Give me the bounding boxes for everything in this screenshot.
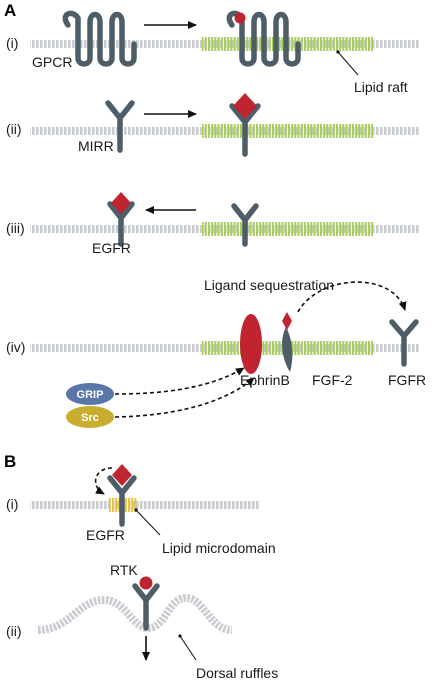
fgf2-label: FGF-2	[312, 372, 353, 388]
fgfr-label: FGFR	[388, 372, 426, 388]
row-b-i-label: (i)	[6, 496, 18, 512]
src-arrow	[114, 377, 255, 418]
lipid-raft-label: Lipid raft	[354, 79, 408, 95]
gpcr-ligand	[234, 12, 246, 24]
dorsal-ruffles-label: Dorsal ruffles	[196, 665, 278, 681]
lipid-raft-a-iii	[202, 222, 374, 236]
egfr-ligand	[111, 192, 131, 214]
row-b-ii-label: (ii)	[6, 623, 22, 639]
row-a-ii-label: (ii)	[6, 121, 22, 137]
src-label: Src	[81, 412, 99, 424]
lipid-raft-a-ii	[202, 124, 374, 138]
ephrinb-label: EphrinB	[240, 372, 290, 388]
rtk-ligand	[139, 576, 153, 590]
grip-label: GRIP	[77, 389, 104, 401]
fgfr-receptor	[389, 319, 419, 367]
rtk-receptor	[132, 583, 160, 631]
gpcr-receptor-raft	[226, 10, 301, 67]
grip-arrow	[114, 367, 245, 395]
row-a-iv-label: (iv)	[6, 339, 25, 355]
grip-pill	[66, 383, 114, 405]
mirr-receptor-raft	[229, 103, 261, 157]
ruffled-membrane	[37, 593, 233, 634]
egfr-ligand-b	[112, 464, 132, 486]
membrane-b-i	[30, 501, 260, 509]
egfr-receptor-b	[107, 475, 137, 527]
src-pill	[66, 406, 114, 428]
ephrinb-protein	[240, 314, 262, 374]
sequestration-arrow	[297, 281, 407, 313]
egfr-receptor	[107, 201, 135, 247]
mirr-ligand	[233, 93, 257, 119]
egfr-b-label: EGFR	[86, 527, 125, 543]
mirr-receptor	[105, 100, 135, 153]
egfr-a-label: EGFR	[92, 240, 131, 256]
egfr-internal-arrow	[94, 467, 113, 495]
mirr-label: MIRR	[78, 138, 114, 154]
gpcr-receptor	[62, 10, 137, 67]
rtk-label: RTK	[110, 562, 138, 578]
egfr-receptor-raft	[231, 203, 259, 247]
panel-a-label: A	[4, 1, 16, 20]
ruffles-pointer	[179, 635, 197, 661]
row-a-i-label: (i)	[6, 35, 18, 51]
panel-b-label: B	[4, 452, 16, 471]
microdomain-pointer	[135, 509, 161, 536]
lipid-microdomain-label: Lipid microdomain	[162, 540, 276, 556]
row-a-iii-label: (iii)	[6, 220, 25, 236]
fgf2-ligand	[282, 312, 292, 330]
fgf2-carrier	[282, 327, 293, 372]
gpcr-label: GPCR	[32, 54, 72, 70]
lipid-raft-pointer	[337, 51, 359, 76]
ligand-sequestration-label: Ligand sequestration	[204, 277, 334, 293]
